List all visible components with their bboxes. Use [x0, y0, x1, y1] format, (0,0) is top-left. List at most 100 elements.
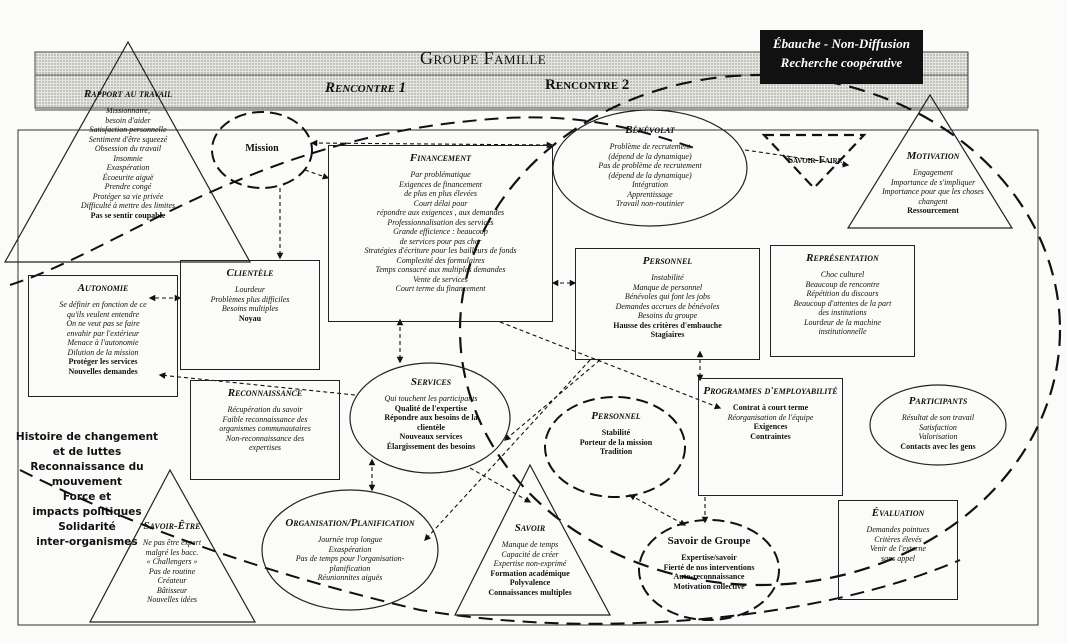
edge-mission-financement — [304, 169, 330, 180]
item: Beaucoup de rencontre — [805, 279, 880, 289]
badge-line2: Recherche coopérative — [780, 55, 903, 70]
draft-badge: Ébauche - Non-Diffusion Recherche coopér… — [760, 30, 923, 84]
outer-frame — [17, 129, 1039, 626]
item: Contacts avec les gens — [900, 441, 976, 451]
organisation-title: Organisation/Planification — [285, 517, 415, 529]
benevolat-ellipse — [552, 109, 748, 227]
savoir-groupe-title: Savoir de Groupe — [667, 535, 751, 547]
benevolat-items: Problème de recrutement(dépend de la dyn… — [570, 142, 730, 209]
rapport-triangle — [3, 40, 252, 263]
item: Nouvelles demandes — [68, 366, 138, 376]
item: Exaspération — [106, 163, 150, 172]
item: Nouvelles idées — [147, 595, 197, 604]
item: organismes communautaires — [219, 424, 311, 433]
savoir-title: Savoir — [514, 522, 546, 534]
item: Répondre aux besoins de la — [384, 413, 478, 422]
programmes-title: Programmes d'employabilité — [703, 385, 838, 397]
item: Protéger sa vie privée — [92, 191, 164, 201]
item: Stagiaires — [650, 330, 685, 339]
rapport-title: Rapport au travail — [83, 88, 173, 100]
left-note-line: Force et — [62, 491, 112, 503]
node-programmes: Programmes d'employabilité Contrat à cou… — [698, 378, 843, 496]
item: Vente de services — [413, 274, 468, 284]
item: malgré les bacc. — [145, 547, 199, 557]
item: Créateur — [157, 576, 187, 585]
personnel2-ellipse — [544, 396, 686, 498]
item: qu'ils veulent entendre — [66, 309, 140, 319]
item: Ressourcement — [907, 206, 959, 215]
item: Élargissement des besoins — [386, 441, 476, 451]
item: Nouveaux services — [399, 432, 463, 441]
item: Problème de recrutement — [609, 142, 691, 151]
node-organisation: Organisation/Planification Journée trop … — [270, 517, 430, 583]
item: Pas de problème de recrutement — [598, 161, 702, 170]
item: Ne pas être expert — [142, 538, 202, 547]
motivation-triangle — [846, 93, 1014, 229]
item: besoin d'aider — [105, 115, 151, 125]
autonomie-title: Autonomie — [77, 282, 129, 294]
item: Manque de temps — [501, 540, 559, 549]
item: Récupération du savoir — [227, 405, 303, 414]
item: Contraintes — [750, 431, 791, 441]
item: répondre aux exigences , aux demandes — [376, 208, 505, 217]
item: Travail non-routinier — [616, 199, 684, 208]
item: Temps consacré aux multiples demandes — [375, 265, 506, 274]
participants-ellipse — [869, 384, 1007, 466]
item: Écoeurite aiguë — [102, 172, 154, 182]
item: Exaspération — [328, 544, 372, 554]
item: Fierté de nos interventions — [663, 562, 755, 572]
item: Pas de temps pour l'organisation- — [295, 554, 405, 563]
item: Porteur de la mission — [579, 437, 653, 447]
item: Manque de personnel — [632, 282, 703, 292]
rencontre2-label: Rencontre 2 — [545, 77, 630, 93]
item: Choc culturel — [820, 270, 865, 279]
item: (dépend de la dynamique) — [608, 151, 692, 161]
item: Court délai pour — [413, 198, 468, 208]
savoir-etre-title: Savoir-Être — [143, 520, 201, 532]
item: Importance pour que les choses — [882, 187, 984, 196]
participants-title: Participants — [908, 395, 968, 407]
left-note-line: impacts politiques — [32, 506, 142, 518]
edge-services-autonomie — [158, 372, 356, 396]
item: « Challengers » — [146, 557, 198, 566]
item: (dépend de la dynamique) — [608, 170, 692, 180]
item: Par problématique — [410, 170, 471, 179]
item: Lourdeur — [235, 285, 265, 294]
left-note-line: Solidarité — [58, 521, 116, 533]
item: Résultat de son travail — [901, 413, 975, 422]
item: Court terme du financement — [395, 284, 486, 293]
item: Bénévoles qui font les jobs — [624, 292, 711, 301]
item: institutionnelle — [818, 327, 867, 336]
item: Hausse des critères d'embauche — [613, 320, 722, 330]
item: Formation académique — [490, 568, 570, 578]
item: Apprentissage — [627, 189, 673, 199]
item: Missionnaire, — [106, 106, 150, 115]
left-note-line: mouvement — [51, 476, 123, 488]
motivation-title: Motivation — [906, 150, 960, 162]
item: Critères élevés — [874, 534, 922, 544]
item: changent — [918, 196, 948, 206]
item: Journée trop longue — [317, 535, 383, 544]
item: Expertise non-exprimé — [493, 559, 567, 568]
item: Difficulté à mettre des limites — [80, 201, 176, 210]
item: expertises — [249, 443, 281, 452]
item: Intégration — [632, 180, 668, 189]
badge-line1: Ébauche - Non-Diffusion — [772, 36, 910, 51]
left-note-line: Reconnaissance du — [30, 461, 144, 473]
item: Obsession du travail — [94, 144, 162, 153]
edge-benevolat-motivation — [744, 149, 850, 168]
savoir-faire-title: Savoir-Faire — [787, 155, 843, 166]
